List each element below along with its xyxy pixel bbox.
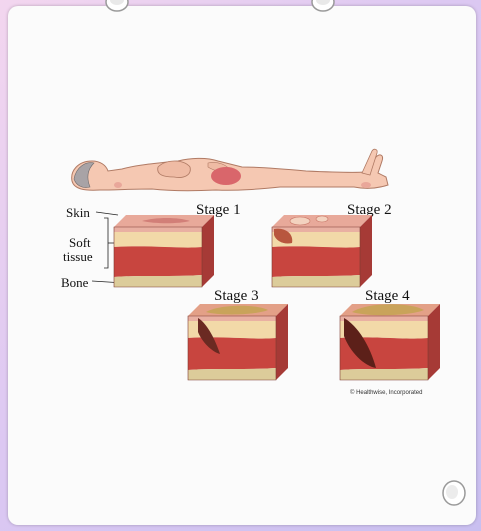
stage-1-tissue-block [112, 213, 216, 293]
stage-4-tissue-block [338, 302, 442, 386]
stage-2-tissue-block [270, 213, 374, 293]
stage-3-tissue-block [186, 302, 290, 386]
copyright-credit: © Healthwise, Incorporated [350, 390, 422, 396]
